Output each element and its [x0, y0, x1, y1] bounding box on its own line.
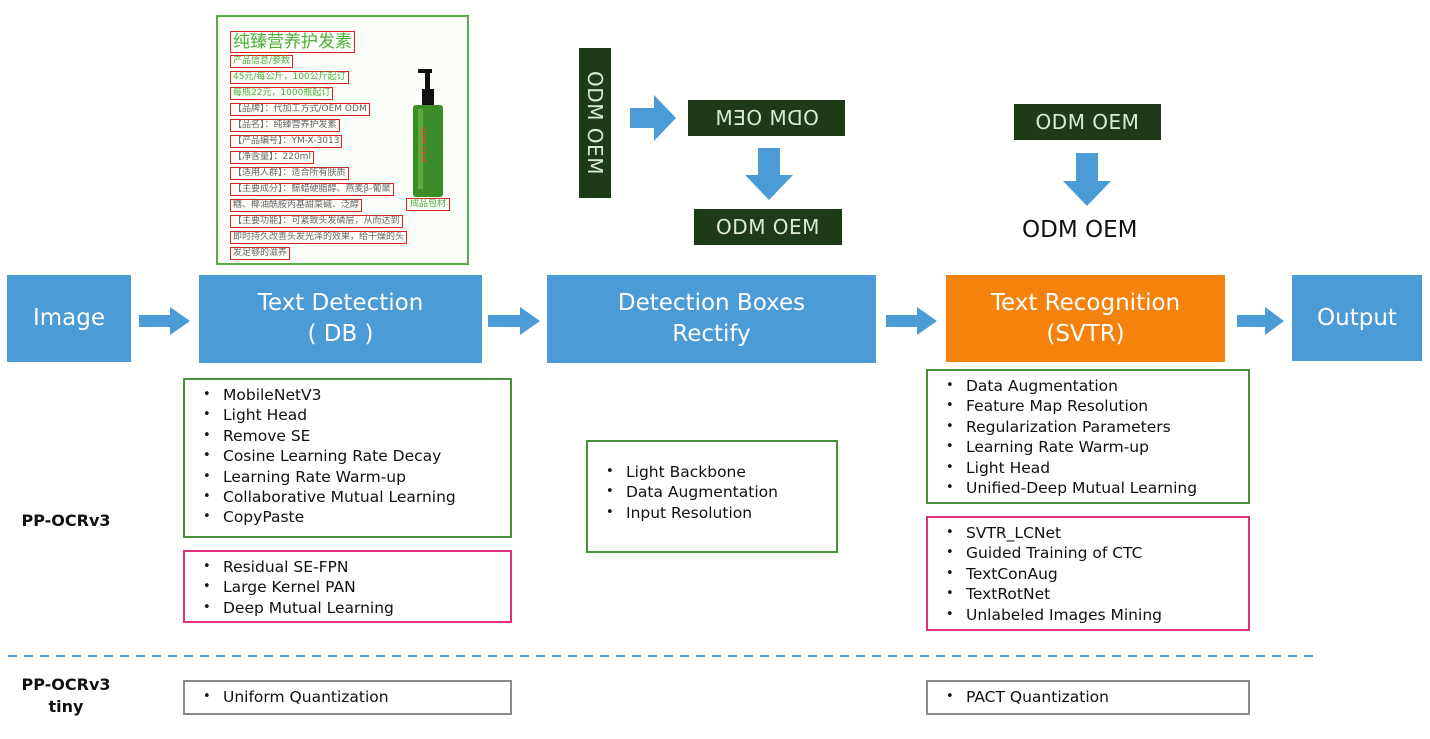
product-line: 即时持久改善头发光泽的效果，给干燥的头	[230, 231, 408, 244]
tiny-label-line1: PP-OCRv3	[21, 675, 111, 694]
product-line: 45元/每公斤，100公斤起订	[230, 71, 349, 84]
arrow-detection-to-rectify	[488, 307, 540, 335]
product-line: 【主要功能】：可紧致头发磷层，从而达到	[230, 215, 403, 228]
list-item: PACT Quantization	[938, 687, 1242, 708]
list-item: Learning Rate Warm-up	[938, 437, 1242, 458]
tiny-label-line2: tiny	[48, 697, 84, 716]
detection-base-strategies: MobileNetV3 Light Head Remove SE Cosine …	[183, 378, 512, 538]
recognized-text: ODM OEM	[1022, 217, 1138, 243]
rectified-crop-text: ODM OEM	[716, 215, 820, 239]
product-line: 【适用人群】：适合所有肤质	[230, 167, 349, 180]
rotated-crop: ODM OEM	[688, 100, 845, 136]
list-item: Data Augmentation	[938, 376, 1242, 397]
recognition-new-strategies: SVTR_LCNet Guided Training of CTC TextCo…	[926, 516, 1250, 631]
product-line: 糖、椰油酰胺丙基甜菜碱、泛醇	[230, 199, 363, 212]
product-line: 【主要成分】：鲸蜡硬脂醇、燕麦β-葡聚	[230, 183, 394, 196]
vertical-crop: ODM OEM	[579, 48, 611, 198]
image-box: Image	[7, 275, 131, 362]
list-item: Uniform Quantization	[195, 687, 504, 708]
list-item: MobileNetV3	[195, 385, 504, 406]
list-item: SVTR_LCNet	[938, 523, 1242, 544]
product-title: 纯臻营养护发素	[230, 31, 355, 53]
rectify-title: Detection Boxes	[617, 290, 806, 316]
list-item: Learning Rate Warm-up	[195, 467, 504, 488]
list-item: Data Augmentation	[598, 482, 830, 503]
list-item: Feature Map Resolution	[938, 396, 1242, 417]
text-detection-title: Text Detection	[257, 290, 424, 316]
rectify-strategies: Light Backbone Data Augmentation Input R…	[586, 440, 838, 553]
detection-boxes-rectify-box: Detection Boxes Rectify	[547, 275, 876, 363]
text-recognition-title: Text Recognition	[990, 289, 1181, 316]
recognition-tiny-strategy: PACT Quantization	[926, 680, 1250, 715]
list-item: Remove SE	[195, 426, 504, 447]
list-item: Residual SE-FPN	[195, 557, 504, 578]
recognition-input-text: ODM OEM	[1035, 110, 1140, 134]
recognition-input-crop: ODM OEM	[1014, 104, 1161, 140]
list-item: Light Backbone	[598, 462, 830, 483]
ppocrv3-tiny-label: PP-OCRv3 tiny	[14, 674, 118, 718]
product-line: 【品名】：纯臻营养护发素	[230, 119, 340, 132]
recognition-base-strategies: Data Augmentation Feature Map Resolution…	[926, 369, 1250, 504]
arrow-recognition-to-output	[1237, 307, 1284, 335]
detection-tiny-strategy: Uniform Quantization	[183, 680, 512, 715]
list-item: Deep Mutual Learning	[195, 598, 504, 619]
rectified-crop: ODM OEM	[694, 209, 842, 245]
list-item: Large Kernel PAN	[195, 577, 504, 598]
list-item: TextConAug	[938, 564, 1242, 585]
ppocrv3-label: PP-OCRv3	[21, 511, 111, 530]
list-item: Regularization Parameters	[938, 417, 1242, 438]
rectify-subtitle: Rectify	[672, 321, 751, 347]
product-line: 发足够的滋养	[230, 247, 291, 260]
product-tag: 成品包材	[406, 198, 451, 211]
list-item: Cosine Learning Rate Decay	[195, 446, 504, 467]
list-item: Guided Training of CTC	[938, 543, 1242, 564]
list-item: Input Resolution	[598, 503, 830, 524]
text-recognition-subtitle: (SVTR)	[1046, 320, 1125, 347]
vertical-crop-text: ODM OEM	[583, 71, 608, 175]
product-line: 产品信息/参数	[230, 55, 294, 68]
arrow-flip-down	[745, 148, 793, 200]
arrow-recognize-down	[1063, 153, 1111, 206]
arrow-image-to-detection	[139, 307, 190, 335]
bottle-icon	[413, 69, 443, 197]
product-line: 【品牌】：代加工方式/OEM ODM	[230, 103, 370, 116]
list-item: TextRotNet	[938, 584, 1242, 605]
list-item: Unlabeled Images Mining	[938, 605, 1242, 626]
arrow-rectify-to-recognition	[886, 307, 937, 335]
arrow-rotate-right	[630, 95, 676, 141]
text-detection-box: Text Detection ( DB )	[199, 275, 482, 363]
text-detection-subtitle: ( DB )	[307, 321, 374, 347]
list-item: Collaborative Mutual Learning	[195, 487, 504, 508]
output-box: Output	[1292, 275, 1422, 361]
list-item: Unified-Deep Mutual Learning	[938, 478, 1242, 499]
product-line: 【产品编号】：YM-X-3013	[230, 135, 343, 148]
image-box-label: Image	[32, 305, 106, 331]
bottle-label: ODM OEM	[419, 127, 427, 163]
product-line: 每瓶22元，1000瓶起订	[230, 87, 334, 100]
list-item: Light Head	[195, 405, 504, 426]
mirrored-crop-text: ODM OEM	[714, 106, 819, 130]
text-recognition-box: Text Recognition (SVTR)	[946, 275, 1225, 362]
product-line: 【净含量】：220ml	[230, 151, 314, 164]
list-item: CopyPaste	[195, 507, 504, 528]
output-box-label: Output	[1317, 304, 1397, 331]
input-product-image: 纯臻营养护发素 产品信息/参数 45元/每公斤，100公斤起订 每瓶22元，10…	[216, 15, 469, 265]
list-item: Light Head	[938, 458, 1242, 479]
detection-new-strategies: Residual SE-FPN Large Kernel PAN Deep Mu…	[183, 550, 512, 623]
